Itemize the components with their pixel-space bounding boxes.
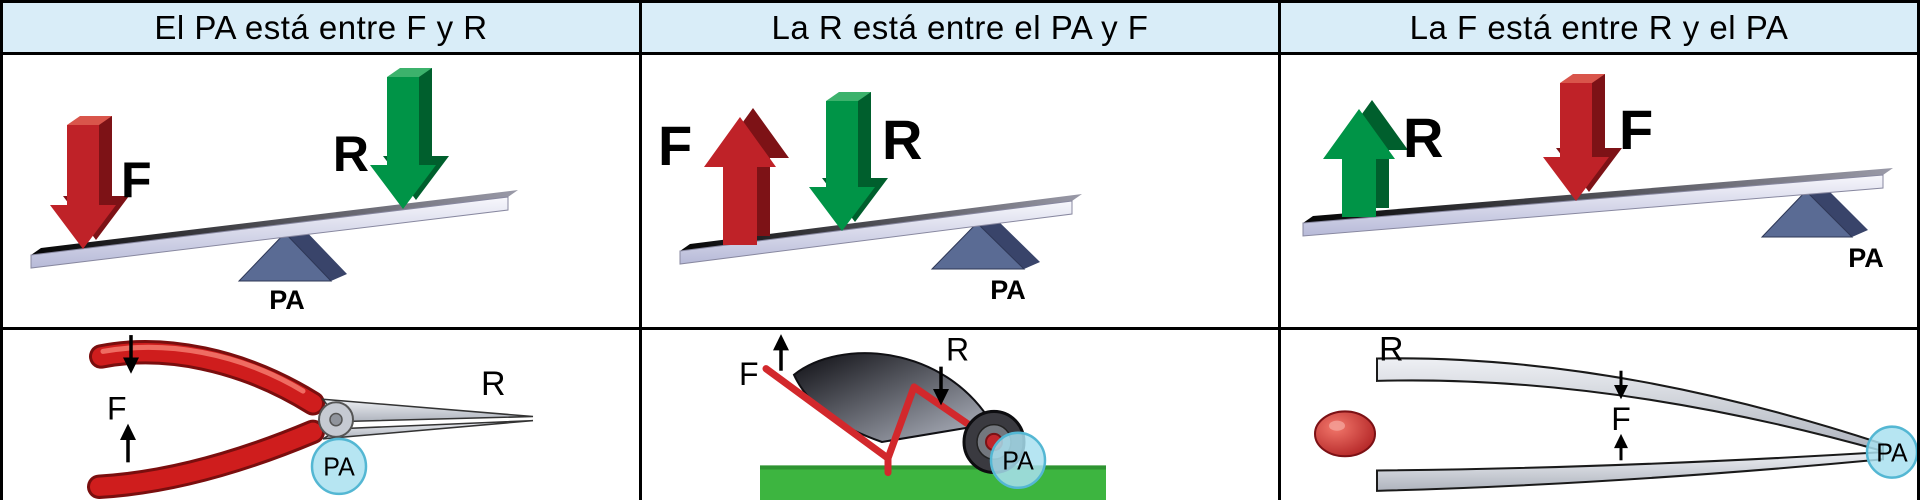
fulcrum-label: PA	[990, 275, 1026, 305]
squeeze-arrow-down-icon	[1614, 370, 1628, 400]
pliers-upper-handle-icon	[89, 340, 325, 416]
example-first-class: F R PA	[3, 330, 639, 500]
second-class-lever-diagram: F R PA	[658, 92, 1082, 305]
resistance-label: R	[882, 108, 922, 171]
fulcrum-marker: PA	[989, 431, 1047, 490]
diagram-second-class: F R PA	[642, 55, 1278, 327]
pliers-pivot-icon	[318, 401, 354, 438]
force-label: F	[1619, 98, 1653, 161]
force-label: F	[121, 152, 152, 208]
resistance-arrow-up-icon	[1323, 100, 1408, 217]
squeeze-arrow-up-icon	[120, 423, 136, 463]
pliers-jaws-icon	[321, 398, 534, 440]
fulcrum-label: PA	[1002, 447, 1034, 475]
resistance-arrow-down-icon	[933, 366, 949, 406]
diagram-third-class: R F PA	[1281, 55, 1917, 327]
resistance-arrow-down-icon	[370, 68, 449, 209]
resistance-label: R	[1379, 330, 1404, 368]
header-first-class-label: El PA está entre F y R	[154, 8, 488, 46]
header-first-class: El PA está entre F y R	[3, 3, 639, 52]
fulcrum-marker: PA	[310, 437, 368, 496]
force-arrow-up-icon	[773, 334, 789, 371]
resistance-label: R	[481, 365, 506, 403]
fulcrum-wedge-icon	[237, 226, 347, 282]
fulcrum-wedge-icon	[930, 216, 1040, 270]
gripped-object-icon	[1314, 410, 1376, 458]
fulcrum-wedge-icon	[1760, 184, 1868, 238]
force-arrow-up-icon	[704, 108, 789, 245]
diagram-first-class: F R PA	[3, 55, 639, 327]
force-label: F	[1611, 401, 1631, 437]
fulcrum-label: PA	[1848, 243, 1884, 273]
example-second-class: F R PA	[642, 330, 1278, 500]
tweezers-lower-arm-icon	[1376, 451, 1884, 492]
force-label: F	[739, 356, 759, 392]
fulcrum-label: PA	[323, 453, 355, 481]
resistance-label: R	[1403, 106, 1443, 169]
header-second-class: La R está entre el PA y F	[642, 3, 1278, 52]
fulcrum-label: PA	[1876, 439, 1908, 467]
lever-bar-icon	[679, 194, 1082, 265]
tweezers-illustration: F R PA	[1314, 330, 1917, 492]
lever-bar-icon	[1302, 168, 1893, 237]
pliers-illustration: F R PA	[87, 335, 534, 499]
force-arrow-down-icon	[50, 116, 129, 249]
force-label: F	[658, 114, 692, 177]
wheelbarrow-frame-icon	[762, 365, 998, 477]
fulcrum-marker: PA	[1865, 425, 1917, 479]
squeeze-arrow-up-icon	[1614, 433, 1628, 461]
force-label: F	[107, 390, 127, 426]
resistance-arrow-down-icon	[809, 92, 888, 231]
header-third-class: La F está entre R y el PA	[1281, 3, 1917, 52]
pliers-lower-handle-icon	[87, 419, 325, 499]
first-class-lever-diagram: F R PA	[30, 68, 518, 315]
force-arrow-down-icon	[1543, 74, 1622, 201]
header-third-class-label: La F está entre R y el PA	[1409, 8, 1789, 46]
grass-icon	[760, 465, 1106, 500]
fulcrum-label: PA	[269, 285, 305, 315]
wheelbarrow-illustration: F R PA	[739, 331, 1106, 500]
header-second-class-label: La R está entre el PA y F	[771, 8, 1149, 46]
resistance-label: R	[946, 331, 969, 367]
resistance-label: R	[333, 126, 369, 182]
lever-bar-icon	[30, 190, 518, 269]
third-class-lever-diagram: R F PA	[1302, 74, 1893, 273]
example-third-class: F R PA	[1281, 330, 1917, 500]
squeeze-arrow-down-icon	[123, 335, 139, 374]
